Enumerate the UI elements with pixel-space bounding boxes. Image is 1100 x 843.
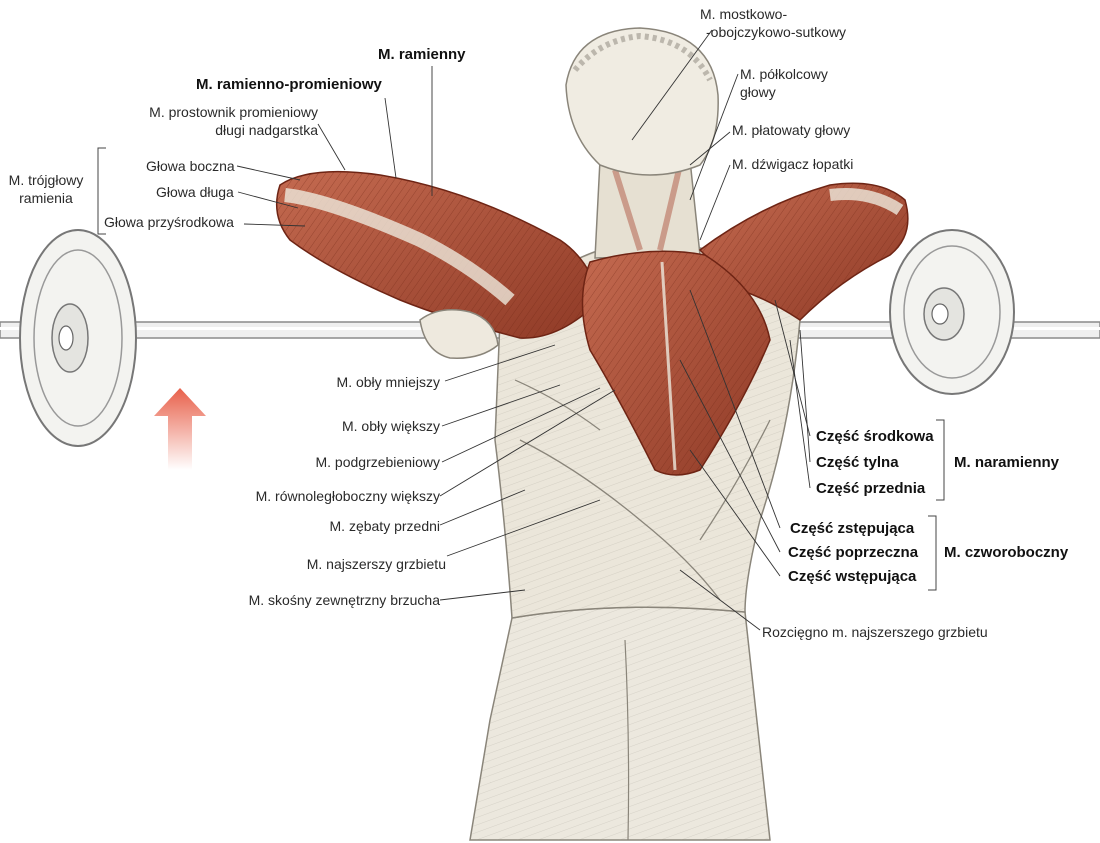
head: [565, 27, 719, 176]
label-glowa-przysrodkowa: Głowa przyśrodkowa: [104, 214, 234, 230]
label-trojglowy-line2: ramienia: [19, 190, 73, 206]
label-czesc-srodkowa: Część środkowa: [816, 428, 934, 445]
label-dzwigacz: M. dźwigacz łopatki: [732, 156, 854, 172]
barbell: [0, 229, 1100, 447]
label-prostownik-line2: długi nadgarstka: [215, 122, 318, 138]
label-mostkowo-line1: M. mostkowo-: [700, 6, 788, 22]
label-obly-wiekszy: M. obły większy: [341, 418, 440, 434]
label-czesc-przednia: Część przednia: [816, 480, 926, 497]
label-najszerszy: M. najszerszy grzbietu: [306, 556, 446, 572]
label-glowa-boczna: Głowa boczna: [146, 158, 235, 174]
label-ramienno-promieniowy: M. ramienno-promieniowy: [196, 76, 382, 93]
label-obly-mniejszy: M. obły mniejszy: [336, 374, 440, 390]
latissimus-detail: [519, 439, 721, 601]
label-czesc-wstepujaca: Część wstępująca: [788, 568, 917, 585]
label-ramienny: M. ramienny: [378, 46, 466, 63]
label-polkolcowy-line2: głowy: [740, 84, 776, 100]
label-rozciegno: Rozcięgno m. najszerszego grzbietu: [762, 624, 988, 640]
label-czesc-tylna: Część tylna: [816, 454, 899, 471]
left-hand: [419, 309, 499, 359]
label-brackets: [97, 147, 945, 591]
label-platowaty: M. płatowaty głowy: [732, 122, 851, 138]
label-trojglowy-line1: M. trójgłowy: [8, 172, 84, 188]
leader-lines: [236, 29, 811, 631]
label-czesc-zstepujaca: Część zstępująca: [790, 520, 915, 537]
label-glowa-dluga: Głowa długa: [156, 184, 234, 200]
label-zebaty: M. zębaty przedni: [329, 518, 441, 534]
label-prostownik-line1: M. prostownik promieniowy: [149, 104, 318, 120]
label-skosny: M. skośny zewnętrzny brzucha: [248, 592, 440, 608]
label-rownolegloboczny: M. równoległoboczny większy: [255, 488, 440, 504]
label-naramienny: M. naramienny: [954, 454, 1060, 471]
label-polkolcowy-line1: M. półkolcowy: [740, 66, 828, 82]
label-czworoboczny: M. czworoboczny: [944, 544, 1069, 561]
label-mostkowo-line2: -obojczykowo-sutkowy: [706, 24, 847, 40]
label-czesc-poprzeczna: Część poprzeczna: [788, 544, 919, 561]
arrow-up-icon: [154, 388, 206, 470]
label-podgrzebieniowy: M. podgrzebieniowy: [315, 454, 440, 470]
